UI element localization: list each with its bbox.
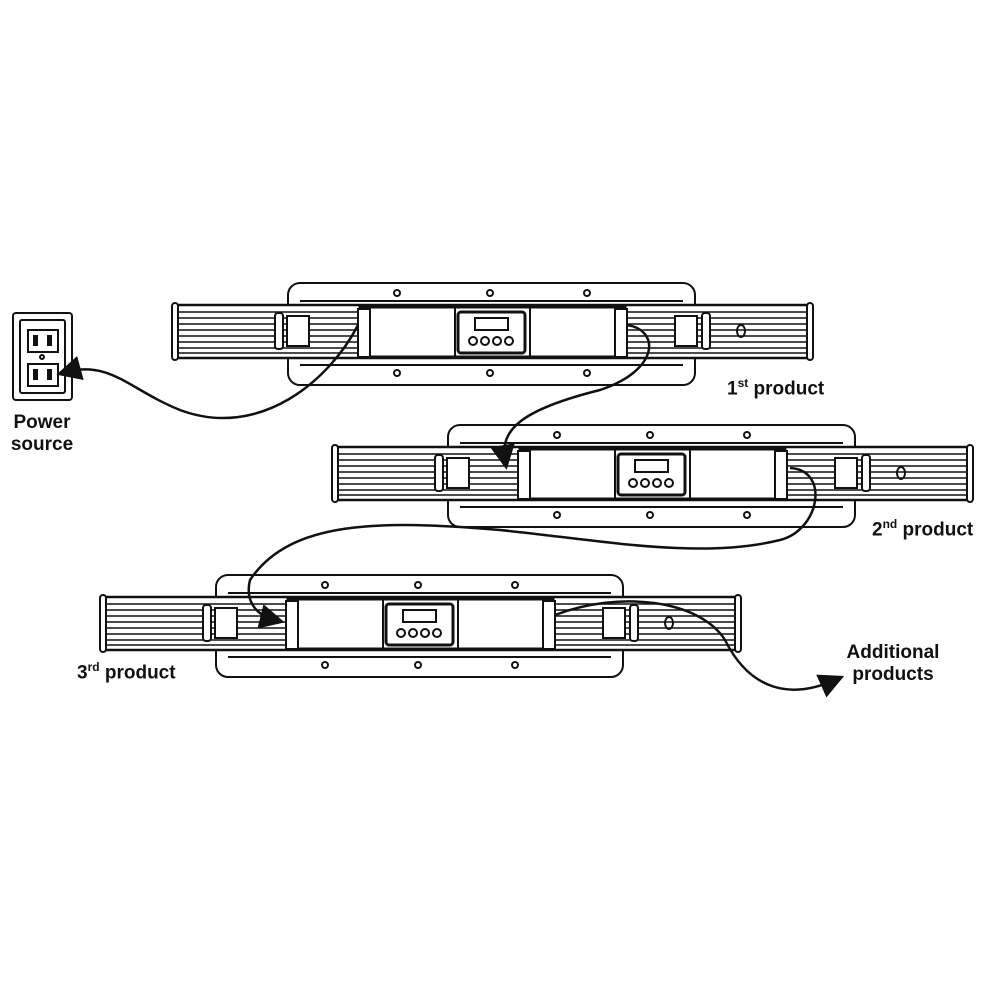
additional-products-label: Additional products [838,642,948,686]
power-source-label: Power source [6,412,78,456]
second-product-label: 2nd product [872,513,973,541]
label-ordinal: st [737,376,749,390]
label-number: 2 [872,519,883,541]
first-product [170,281,815,387]
label-word: product [897,519,974,541]
additional-line1: Additional [846,642,940,663]
second-product [330,423,975,529]
third-product-label: 3rd product [77,656,176,684]
label-word: product [748,378,825,400]
label-number: 1 [727,378,738,400]
power-source-line1: Power [13,412,71,433]
label-word: product [99,662,176,684]
label-number: 3 [77,662,88,684]
power-source-line2: source [10,434,74,455]
power-outlet-icon [12,312,73,401]
first-product-label: 1st product [727,372,824,400]
power-cables [56,323,845,698]
label-ordinal: nd [882,517,898,531]
third-product [98,573,743,679]
label-ordinal: rd [87,660,100,674]
additional-line2: products [852,664,934,685]
